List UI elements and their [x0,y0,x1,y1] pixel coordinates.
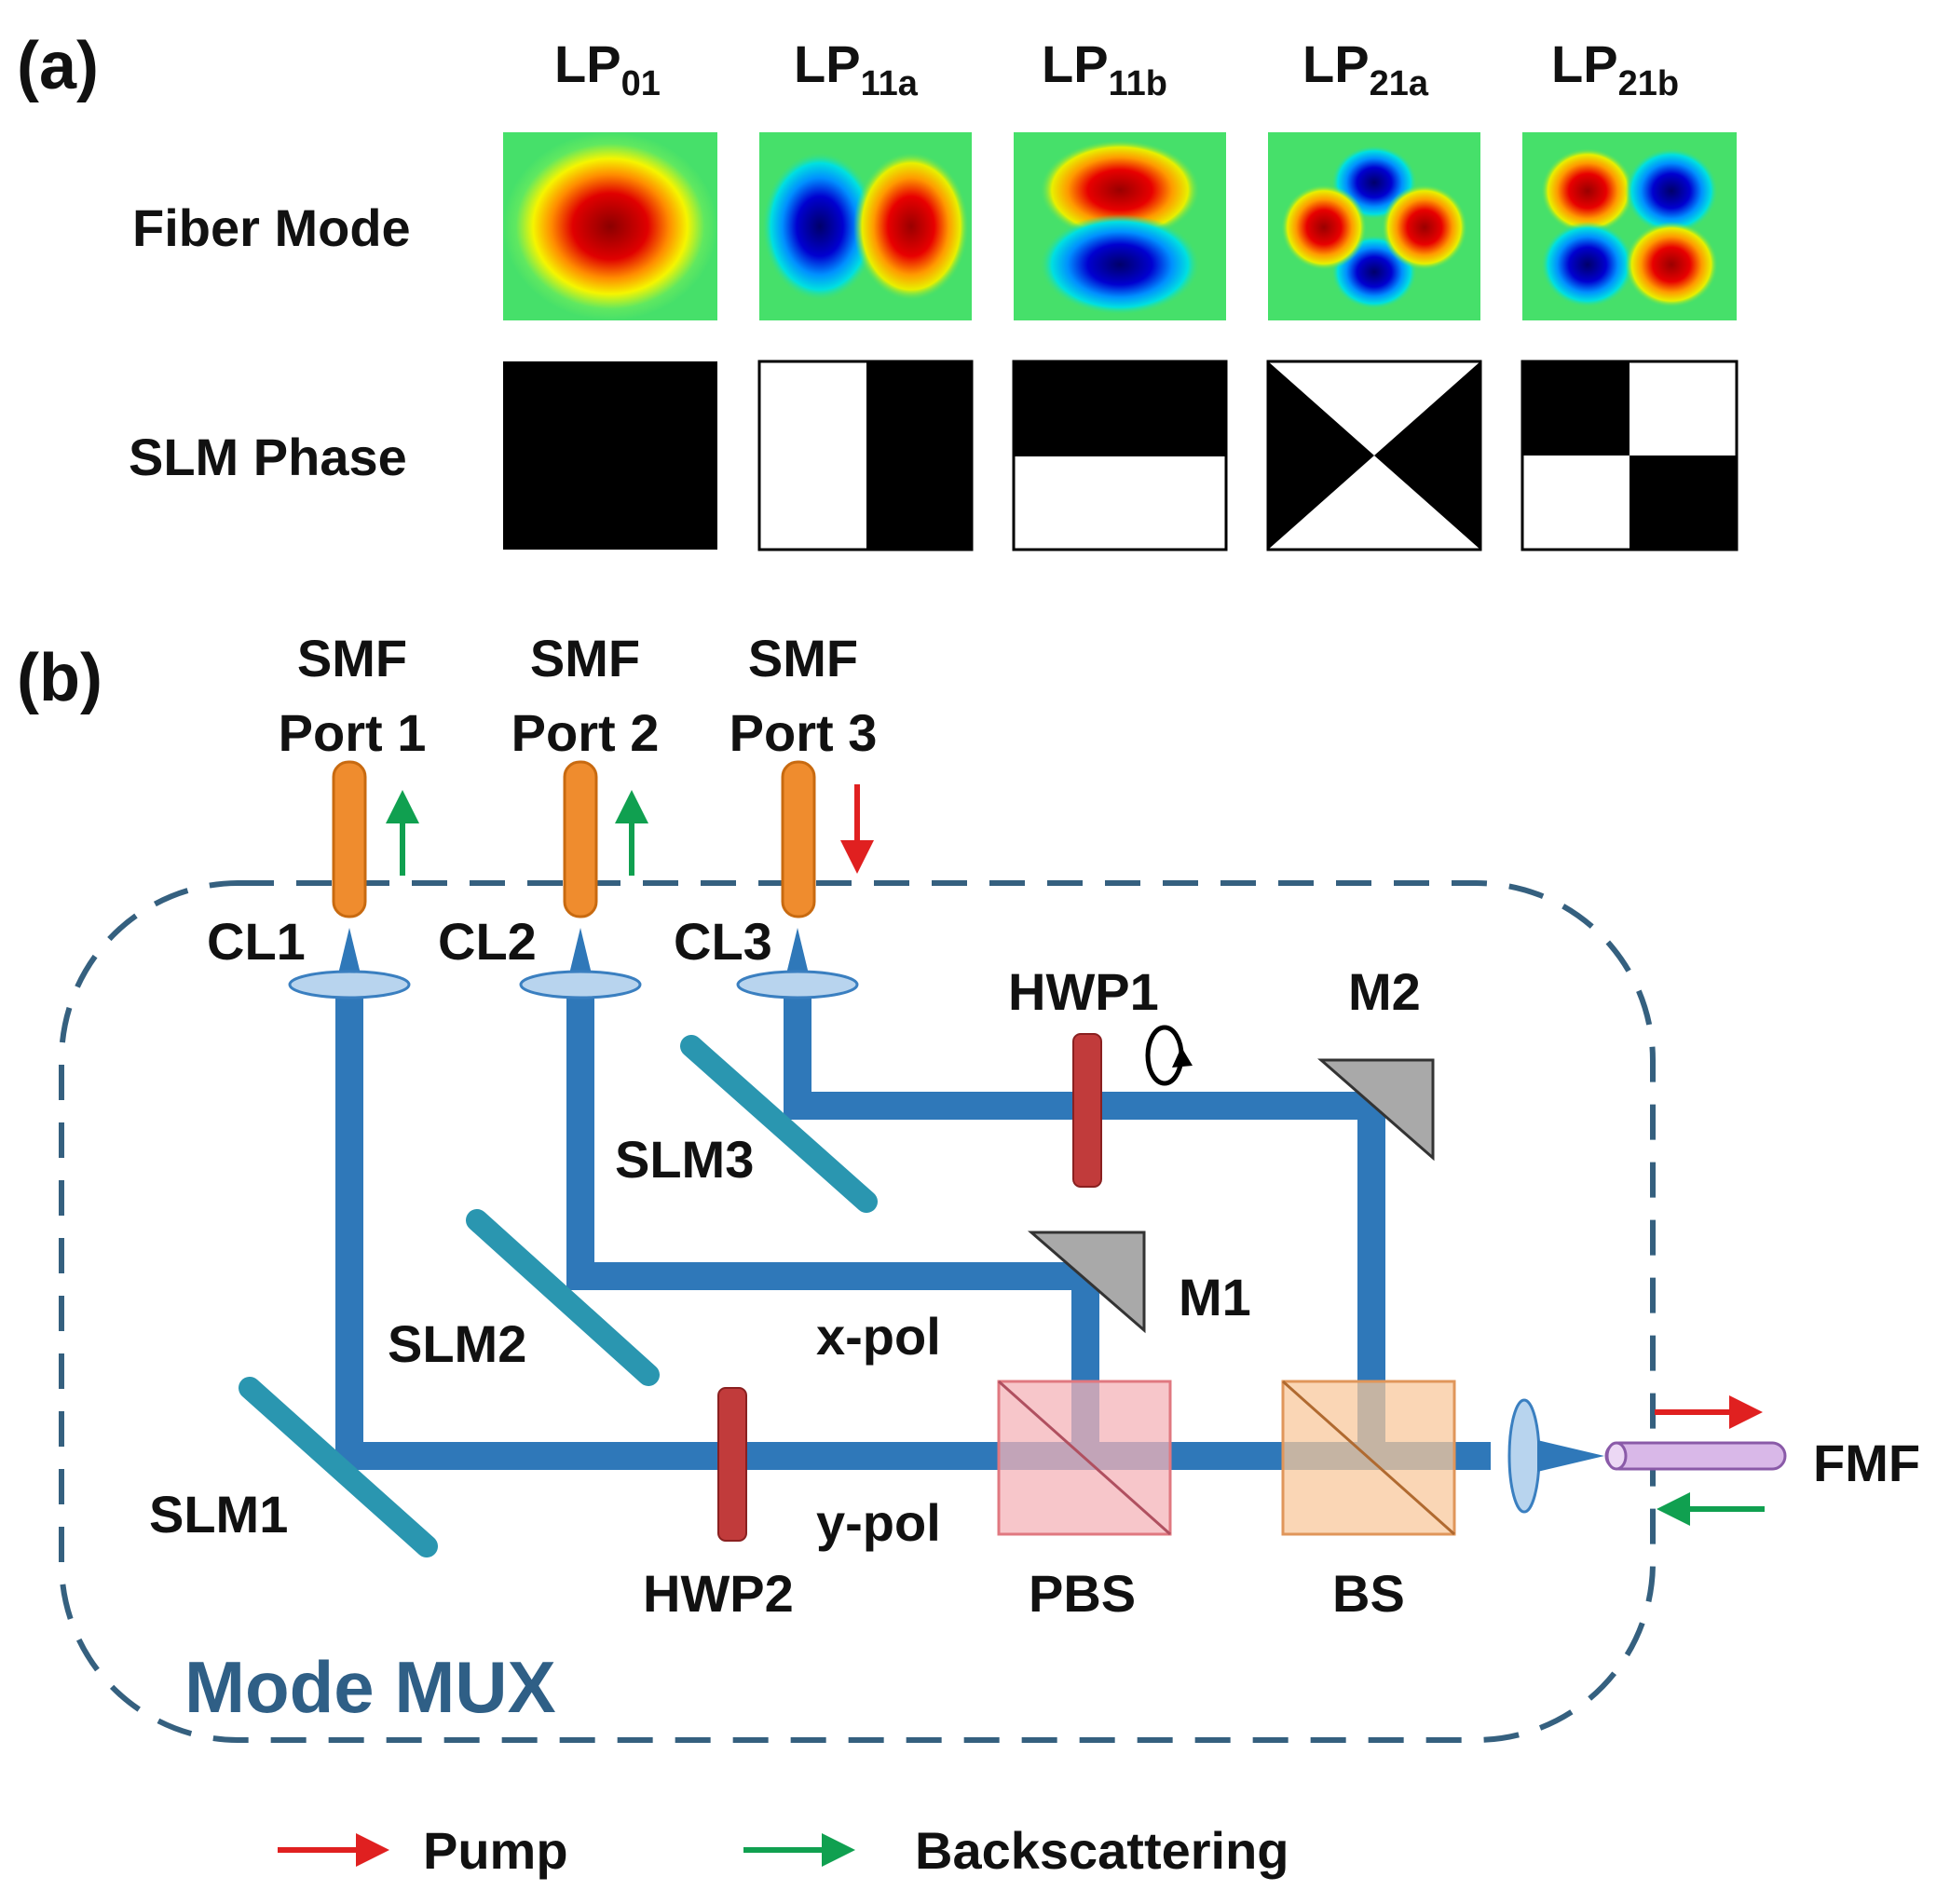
collimator-lens-cl2 [519,970,642,1000]
mode-header-lp11a: LP11a [794,34,919,103]
label-slm2: SLM2 [388,1314,526,1373]
label-cl1: CL1 [207,912,306,971]
bs-cube [1281,1380,1456,1536]
slm2-mirror [466,1209,660,1386]
hwp2-plate [717,1387,747,1542]
label-hwp1: HWP1 [1008,962,1159,1021]
port-3-label-line1: SMF [748,629,858,687]
mode-sub: 11a [861,64,919,103]
smf-fiber-port-3 [781,760,816,918]
slm-phase-lp11b [1012,360,1228,551]
svg-text:LP21a: LP21a [1302,34,1429,103]
smf-fiber-port-1 [332,760,367,918]
port-1-label-line1: SMF [297,629,407,687]
fiber-mode-lp21a [1268,132,1480,320]
collimator-lens-cl3 [736,970,859,1000]
mode-header-lp11b: LP11b [1042,34,1167,103]
slm-phase-lp01 [503,361,717,550]
mode-sub: 01 [621,64,661,103]
label-y-pol: y-pol [816,1493,941,1552]
hwp1-plate [1072,1033,1102,1188]
svg-text:LP11b: LP11b [1042,34,1167,103]
panel-b-label: (b) [17,641,102,715]
mode-main: LP [794,34,861,93]
label-fmf: FMF [1813,1434,1920,1492]
rotation-arrow-icon [1145,1025,1193,1086]
mode-header-lp21a: LP21a [1302,34,1429,103]
label-hwp2: HWP2 [643,1564,794,1623]
mode-header-lp21b: LP21b [1551,34,1679,103]
mode-sub: 21a [1370,64,1429,103]
label-bs: BS [1332,1564,1405,1623]
pbs-cube [997,1380,1172,1536]
svg-text:LP21b: LP21b [1551,34,1679,103]
row-label-slm-phase: SLM Phase [129,428,407,486]
mode-main: LP [1302,34,1370,93]
fiber-mode-lp21b [1522,132,1737,320]
legend: Pump Backscattering [278,1821,1289,1880]
port-3-label-line2: Port 3 [730,703,878,762]
port-2-label-line1: SMF [530,629,640,687]
slm-phase-lp11a [757,360,974,551]
output-beam-cone [1537,1440,1604,1472]
label-slm3: SLM3 [615,1130,754,1189]
label-mode-mux: Mode MUX [184,1646,556,1728]
label-m2: M2 [1348,962,1421,1021]
fiber-mode-lp11a [759,132,972,320]
label-cl2: CL2 [438,912,537,971]
mode-sub: 21b [1618,64,1679,103]
mirror-m2 [1317,1058,1435,1162]
port-2-label-line2: Port 2 [511,703,660,762]
svg-text:LP11a: LP11a [794,34,919,103]
mode-sub: 11b [1109,64,1167,103]
label-m1: M1 [1179,1268,1251,1326]
slm-phase-lp21a [1266,360,1482,551]
beam-port-2 [566,997,1099,1456]
legend-backscattering-label: Backscattering [915,1821,1289,1880]
port-1-label-line2: Port 1 [279,703,427,762]
mode-main: LP [1042,34,1109,93]
mode-header-lp01: LP01 [554,34,661,103]
mode-main: LP [554,34,621,93]
label-slm1: SLM1 [149,1485,288,1544]
slm-phase-lp21b [1520,360,1739,551]
row-label-fiber-mode: Fiber Mode [132,198,411,257]
mode-mux-box [59,880,1656,1743]
fmf-fiber [1604,1441,1787,1471]
fiber-mode-lp01 [503,132,717,320]
mode-main: LP [1551,34,1618,93]
fiber-mode-lp11b [1014,132,1226,320]
slm3-mirror [680,1035,878,1213]
collimator-lens-cl1 [288,970,411,1000]
label-x-pol: x-pol [816,1307,941,1366]
legend-pump-label: Pump [423,1821,568,1880]
label-pbs: PBS [1029,1564,1136,1623]
fmf-fiber-end [1605,1441,1628,1471]
output-lens [1507,1398,1541,1514]
smf-fiber-port-2 [563,760,598,918]
mirror-m1 [1027,1231,1146,1334]
slm1-mirror [239,1377,438,1557]
panel-a-label: (a) [17,29,99,103]
label-cl3: CL3 [674,912,772,971]
svg-text:LP01: LP01 [554,34,661,103]
